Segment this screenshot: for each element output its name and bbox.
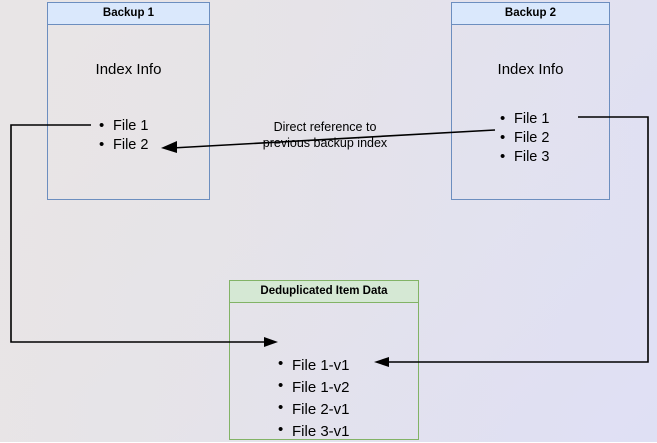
dedup-header: Deduplicated Item Data <box>230 281 418 303</box>
backup-1-box[interactable]: Backup 1 Index Info File 1 File 2 <box>47 2 210 200</box>
list-item: File 2-v1 <box>278 398 350 421</box>
backup-1-body: Index Info File 1 File 2 <box>48 25 209 199</box>
dedup-item-list: File 1-v1 File 1-v2 File 2-v1 File 3-v1 <box>278 354 350 443</box>
list-item: File 2 <box>500 128 549 148</box>
list-item: File 3 <box>500 147 549 167</box>
list-item: File 1-v2 <box>278 376 350 399</box>
backup-1-index-info-label: Index Info <box>95 61 162 78</box>
list-item: File 2 <box>99 135 148 155</box>
list-item: File 1 <box>500 109 549 129</box>
direct-reference-label-line-1: Direct reference to <box>273 120 377 134</box>
backup-2-box[interactable]: Backup 2 Index Info File 1 File 2 File 3 <box>451 2 610 200</box>
list-item: File 1 <box>99 116 148 136</box>
direct-reference-label-line-2: previous backup index <box>262 136 388 150</box>
backup-1-file-list: File 1 File 2 <box>99 116 148 155</box>
backup-1-header: Backup 1 <box>48 3 209 25</box>
backup-2-header: Backup 2 <box>452 3 609 25</box>
list-item: File 1-v1 <box>278 354 350 377</box>
backup-2-index-info-label: Index Info <box>497 61 564 78</box>
list-item: File 3-v1 <box>278 420 350 443</box>
backup-2-body: Index Info File 1 File 2 File 3 <box>452 25 609 199</box>
backup-2-file-list: File 1 File 2 File 3 <box>500 109 549 167</box>
dedup-body: File 1-v1 File 1-v2 File 2-v1 File 3-v1 <box>230 303 418 440</box>
deduplicated-item-data-box[interactable]: Deduplicated Item Data File 1-v1 File 1-… <box>229 280 419 440</box>
direct-reference-label: Direct reference to previous backup inde… <box>244 119 406 151</box>
